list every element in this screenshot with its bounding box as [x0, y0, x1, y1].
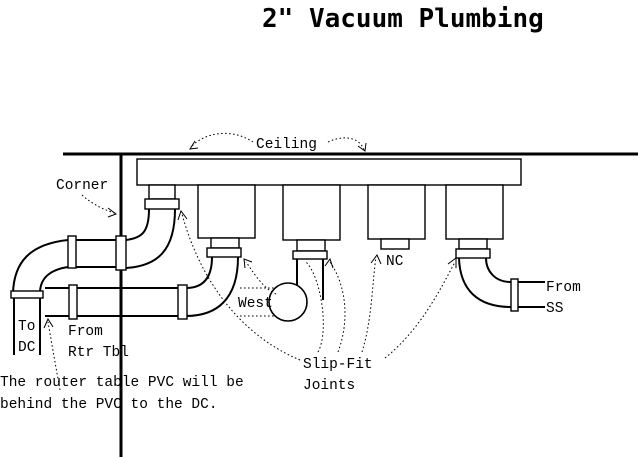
left-elbow-inner	[39, 266, 69, 294]
drop-3-coupling	[292, 250, 328, 260]
label-west: West	[238, 296, 273, 312]
slip-leader-nc	[361, 256, 377, 353]
drop-2-elbow-inner	[185, 256, 213, 289]
drop-nc-stub	[380, 238, 410, 250]
label-from-ss-2: SS	[546, 301, 563, 317]
left-elbow-outer	[12, 239, 69, 294]
slip-leader-drop5	[384, 261, 456, 359]
upper-pipe-coupling-right	[115, 235, 127, 271]
drop-1-stub	[148, 184, 176, 200]
label-slip-fit: Slip-Fit	[303, 357, 373, 373]
label-ceiling: Ceiling	[256, 137, 317, 153]
drop-5-box	[445, 184, 504, 240]
ss-pipe-coupling	[510, 278, 519, 312]
label-to-dc-2: DC	[18, 340, 36, 356]
left-down-coupling	[10, 290, 44, 299]
drop-2-coupling	[206, 247, 242, 258]
note-line-2: behind the PVC to the DC.	[0, 397, 218, 413]
west-leader-up	[245, 261, 277, 295]
lower-pipe-coupling-right	[177, 284, 188, 320]
label-from-ss-1: From	[546, 280, 581, 296]
ceiling-arrow-right	[357, 142, 367, 152]
drop-3-box	[282, 184, 341, 241]
ceiling-header-duct	[136, 158, 522, 186]
west-blast-gate-circle	[268, 282, 308, 322]
label-nc: NC	[386, 254, 404, 270]
west-arrow	[243, 258, 253, 269]
drop-2-box	[197, 184, 256, 239]
label-from-rtr-1: From	[68, 324, 103, 340]
rtr-arrow	[43, 317, 54, 329]
corner-leader	[81, 194, 116, 214]
drop-2-stub	[210, 237, 240, 249]
drop-1-elbow-inner	[125, 208, 150, 241]
drop-1-elbow-outer	[125, 208, 176, 269]
drop-3-stub	[296, 239, 326, 252]
label-corner: Corner	[56, 178, 108, 194]
drop-5-elbow-inner	[485, 257, 512, 283]
lower-pipe-coupling-left	[68, 284, 78, 320]
slip-arrow-drop5	[447, 257, 457, 268]
slip-leader-drop3b	[329, 261, 346, 353]
ceiling-leader-right	[327, 137, 365, 151]
label-from-rtr-2: Rtr Tbl	[68, 345, 129, 361]
slip-leader-drop1	[181, 213, 301, 361]
label-to-dc-1: To	[18, 319, 35, 335]
slip-arrow-drop1	[177, 209, 188, 221]
upper-pipe-coupling-left	[67, 235, 77, 269]
drop-2-elbow-outer	[185, 256, 239, 317]
drop-5-coupling	[455, 248, 491, 259]
ceiling-arrow-left	[189, 140, 199, 150]
drop-5-stub	[458, 238, 488, 250]
slip-arrow-nc	[370, 254, 382, 265]
ceiling-leader-left	[190, 132, 254, 148]
drop-5-elbow-outer	[458, 257, 512, 308]
diagram-title: 2" Vacuum Plumbing	[262, 4, 544, 34]
label-joints: Joints	[303, 378, 355, 394]
drop-nc-box	[367, 184, 426, 240]
note-line-1: The router table PVC will be	[0, 375, 244, 391]
corner-arrow	[107, 207, 118, 218]
slip-leader-drop3a	[305, 261, 324, 353]
slip-arrow-drop3	[324, 257, 334, 269]
drop-1-coupling	[144, 198, 180, 210]
